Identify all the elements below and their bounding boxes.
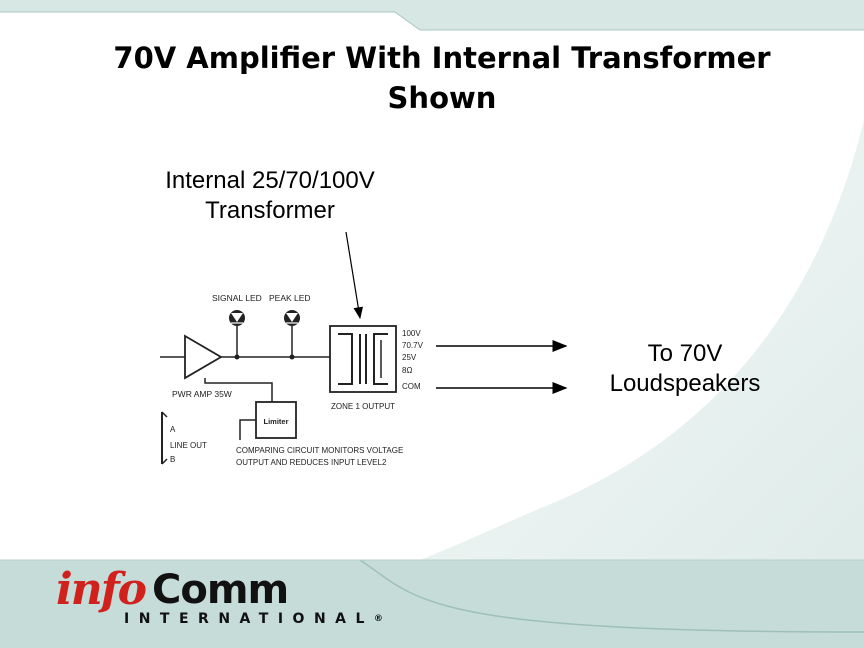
transformer-callout: Internal 25/70/100V Transformer bbox=[130, 166, 410, 226]
right-curve bbox=[420, 120, 864, 560]
transformer-icon bbox=[329, 325, 397, 393]
peak-led-icon bbox=[284, 310, 300, 326]
logo-international-word: INTERNATIONAL bbox=[124, 611, 374, 627]
logo-registered-mark: ® bbox=[373, 614, 383, 624]
limiter-label: Limiter bbox=[263, 417, 288, 426]
tap-100v-label: 100V bbox=[402, 329, 421, 338]
tap-8ohm-label: 8Ω bbox=[402, 366, 412, 375]
transformer-callout-line-1: Internal 25/70/100V bbox=[165, 167, 375, 194]
signal-led-icon bbox=[229, 310, 245, 326]
line-out-b-label: B bbox=[170, 455, 175, 464]
speakers-callout-line-2: Loudspeakers bbox=[609, 370, 761, 397]
amplifier-triangle-icon bbox=[184, 334, 223, 380]
zone-output-label: ZONE 1 OUTPUT bbox=[331, 402, 395, 411]
title-line-2: Shown bbox=[387, 81, 497, 115]
comparing-text-line-2: OUTPUT AND REDUCES INPUT LEVEL2 bbox=[236, 458, 387, 467]
comparing-text-line-1: COMPARING CIRCUIT MONITORS VOLTAGE bbox=[236, 446, 403, 455]
tap-com-label: COM bbox=[402, 382, 421, 391]
limiter-box bbox=[255, 401, 297, 439]
speakers-callout-line-1: To 70V bbox=[647, 340, 723, 367]
peak-led-label: PEAK LED bbox=[269, 293, 311, 303]
line-out-a-label: A bbox=[170, 425, 176, 434]
top-band bbox=[0, 0, 864, 30]
title-line-1: 70V Amplifier With Internal Transformer bbox=[113, 41, 771, 75]
speakers-callout: To 70V Loudspeakers bbox=[585, 339, 785, 399]
bottom-band bbox=[0, 560, 864, 648]
logo-info-text: info bbox=[56, 564, 147, 615]
tap-707v-label: 70.7V bbox=[402, 341, 424, 350]
pwr-amp-label: PWR AMP 35W bbox=[172, 389, 232, 399]
transformer-pointer-arrow bbox=[345, 231, 364, 320]
transformer-callout-line-2: Transformer bbox=[205, 197, 335, 224]
tap-25v-label: 25V bbox=[402, 353, 417, 362]
logo-comm-text: Comm bbox=[152, 567, 289, 613]
logo-international-text: INTERNATIONAL® bbox=[124, 610, 383, 628]
line-out-label: LINE OUT bbox=[170, 441, 207, 450]
signal-led-label: SIGNAL LED bbox=[212, 293, 262, 303]
slide-title: 70V Amplifier With Internal Transformer … bbox=[60, 38, 824, 118]
